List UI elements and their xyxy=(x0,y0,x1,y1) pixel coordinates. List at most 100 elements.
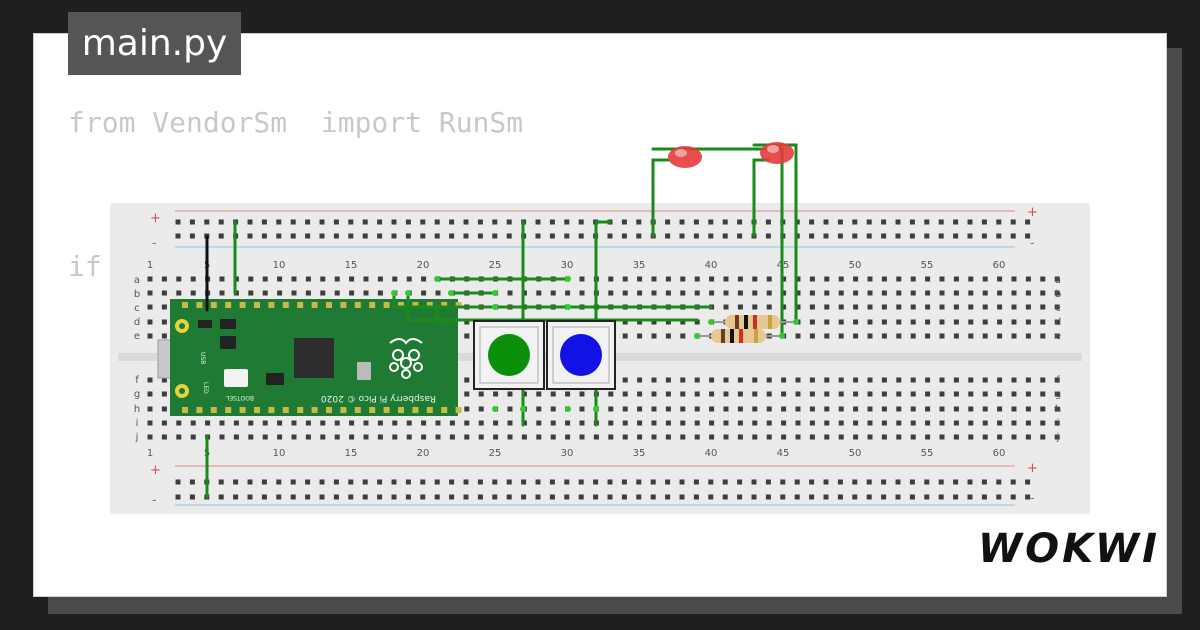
pico-pin[interactable] xyxy=(326,407,332,413)
pico-pin[interactable] xyxy=(268,407,275,413)
pico-pin[interactable] xyxy=(268,302,275,308)
breadboard-hole xyxy=(1011,290,1017,296)
wire-gpio-1[interactable] xyxy=(392,291,713,309)
breadboard-hole xyxy=(478,434,484,440)
pico-pin[interactable] xyxy=(354,302,361,308)
pico-pin[interactable] xyxy=(412,302,419,308)
breadboard-hole xyxy=(650,494,656,500)
breadboard-hole xyxy=(809,233,815,239)
pico-pin[interactable] xyxy=(398,407,404,413)
pushbutton-blue-cap[interactable] xyxy=(560,334,602,376)
breadboard-hole xyxy=(722,219,728,225)
led-red-1[interactable] xyxy=(668,146,702,168)
breadboard-hole xyxy=(982,406,988,412)
pico-pin[interactable] xyxy=(239,407,246,413)
pico-pin[interactable] xyxy=(426,407,433,413)
breadboard-hole xyxy=(867,333,873,339)
pico-pin[interactable] xyxy=(196,302,203,308)
breadboard-hole xyxy=(781,377,787,383)
pico-pin[interactable] xyxy=(398,302,404,308)
breadboard-hole xyxy=(507,420,513,426)
pico-pin[interactable] xyxy=(354,407,361,413)
pico-pin[interactable] xyxy=(311,302,318,308)
pico-pin[interactable] xyxy=(340,407,347,413)
pico-pin[interactable] xyxy=(441,407,448,413)
breadboard-hole xyxy=(752,304,758,310)
breadboard-hole xyxy=(434,219,440,225)
pico-pin[interactable] xyxy=(239,302,246,308)
breadboard-hole xyxy=(290,479,296,485)
breadboard-hole xyxy=(867,319,873,325)
pico-pin[interactable] xyxy=(455,302,462,308)
pico-pin[interactable] xyxy=(426,302,433,308)
pico-pin[interactable] xyxy=(254,302,260,308)
pico-pin[interactable] xyxy=(282,407,289,413)
pushbutton-blue[interactable] xyxy=(546,320,616,390)
pushbutton-green[interactable] xyxy=(473,320,545,390)
file-tab-main-py[interactable]: main.py xyxy=(68,12,241,75)
wire-led-2[interactable] xyxy=(752,158,770,238)
breadboard-hole xyxy=(780,494,786,500)
led-red-2[interactable] xyxy=(760,142,794,164)
pico-pin[interactable] xyxy=(369,407,376,413)
breadboard-hole xyxy=(636,479,642,485)
resistor-1[interactable] xyxy=(711,315,797,329)
breadboard-hole xyxy=(333,494,339,500)
breadboard-hole xyxy=(752,276,758,282)
pico-pin[interactable] xyxy=(182,302,188,308)
pico-pin[interactable] xyxy=(254,407,260,413)
breadboard-hole xyxy=(420,494,426,500)
breadboard-hole xyxy=(1040,276,1046,282)
breadboard-hole xyxy=(1040,377,1046,383)
pico-pin[interactable] xyxy=(210,302,217,308)
breadboard-hole xyxy=(349,420,355,426)
pico-pin[interactable] xyxy=(196,407,203,413)
pico-pin[interactable] xyxy=(210,407,217,413)
pico-pin[interactable] xyxy=(297,302,304,308)
pico-pin[interactable] xyxy=(326,302,332,308)
breadboard-hole xyxy=(233,434,239,440)
pico-pin[interactable] xyxy=(412,407,419,413)
breadboard-hole xyxy=(924,494,930,500)
pico-pin[interactable] xyxy=(297,407,304,413)
pico-pin[interactable] xyxy=(455,407,462,413)
breadboard-hole xyxy=(909,479,915,485)
breadboard-hole xyxy=(405,233,411,239)
breadboard-hole xyxy=(694,420,700,426)
pico-pin[interactable] xyxy=(225,302,232,308)
resistor-2[interactable] xyxy=(697,329,783,343)
breadboard-hole xyxy=(608,406,614,412)
pico-pin[interactable] xyxy=(340,302,347,308)
pico-pin[interactable] xyxy=(441,302,448,308)
raspberry-pi-pico[interactable]: Raspberry Pi Pico © 2020 USB BOOTSEL LED xyxy=(157,299,462,416)
breadboard-hole xyxy=(709,290,715,296)
breadboard-hole xyxy=(925,290,931,296)
pico-pin[interactable] xyxy=(311,407,318,413)
wire-gpio-3[interactable] xyxy=(421,305,454,324)
breadboard-hole xyxy=(823,494,829,500)
breadboard-hole xyxy=(233,494,239,500)
breadboard-hole xyxy=(291,434,297,440)
pushbutton-green-cap[interactable] xyxy=(488,334,530,376)
pico-pin[interactable] xyxy=(369,302,376,308)
breadboard-hole xyxy=(464,434,470,440)
breadboard-hole xyxy=(248,420,254,426)
breadboard-hole xyxy=(262,276,268,282)
breadboard-hole xyxy=(421,276,427,282)
breadboard-hole xyxy=(578,233,584,239)
breadboard-hole xyxy=(579,406,585,412)
breadboard-hole xyxy=(435,290,441,296)
pico-pin[interactable] xyxy=(383,302,390,308)
bootsel-button[interactable] xyxy=(224,369,248,387)
pico-pin[interactable] xyxy=(225,407,232,413)
pico-pin[interactable] xyxy=(182,407,188,413)
breadboard-hole xyxy=(147,333,153,339)
breadboard-hole xyxy=(161,406,167,412)
breadboard-hole xyxy=(766,434,772,440)
wire-led-1[interactable] xyxy=(651,158,670,238)
pico-pin[interactable] xyxy=(383,407,390,413)
breadboard-hole xyxy=(967,494,973,500)
pico-pin[interactable] xyxy=(282,302,289,308)
breadboard-hole xyxy=(564,233,570,239)
breadboard-hole xyxy=(579,391,585,397)
